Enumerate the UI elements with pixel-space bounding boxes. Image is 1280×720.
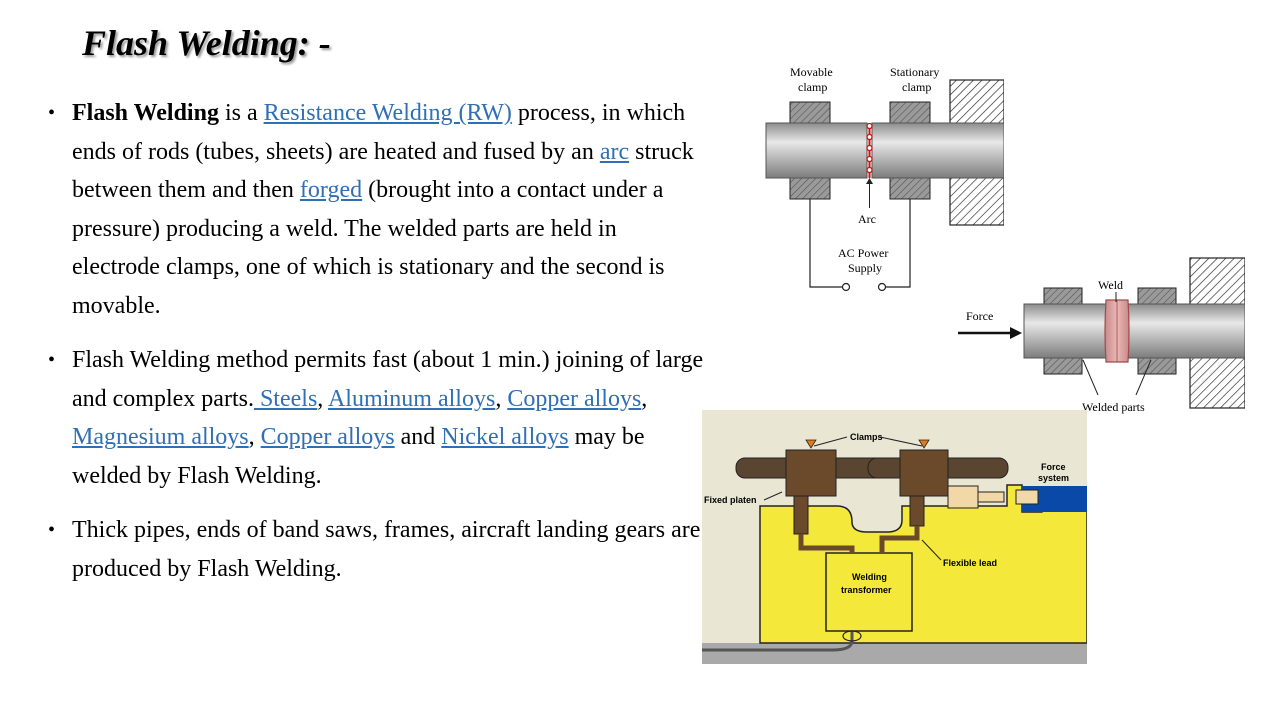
- text-fragment: ,: [641, 385, 648, 412]
- label-stationary-clamp-2: clamp: [902, 80, 931, 94]
- text-fragment: ,: [248, 424, 261, 450]
- rod-right: [871, 122, 1004, 179]
- floor: [702, 643, 1087, 664]
- wire-right: [886, 199, 911, 288]
- text-fragment: struck between them and then: [72, 138, 694, 204]
- label-flexible-lead: Flexible lead: [943, 558, 997, 568]
- text-fragment: Thick pipes, ends of band saws, frames, …: [72, 517, 701, 582]
- bullet-materials: • Flash Welding method permits fast (abou…: [48, 341, 708, 495]
- text-fragment: and: [394, 424, 442, 450]
- slide-body: • Flash Welding is a Resistance Welding (…: [48, 94, 708, 604]
- text-fragment: is a: [218, 100, 264, 126]
- joined-rod: [1023, 303, 1245, 359]
- arc-gap: [866, 122, 873, 178]
- label-movable-clamp-2: clamp: [798, 80, 827, 94]
- bullet-dot: •: [48, 349, 56, 371]
- text-fragment: process, in which ends of rods (tubes, s…: [72, 100, 686, 165]
- label-welded-parts: Welded parts: [1082, 400, 1145, 414]
- clamp-left-bottom: [1043, 357, 1083, 375]
- link-copper-alloys[interactable]: Copper alloys: [507, 385, 642, 412]
- label-transformer-2: transformer: [841, 585, 892, 595]
- label-stationary-clamp-1: Stationary: [890, 65, 939, 79]
- link-arc[interactable]: arc: [599, 138, 630, 165]
- link-steels[interactable]: Steels: [253, 385, 318, 412]
- movable-clamp-bottom: [789, 177, 831, 200]
- text-fragment: ,: [495, 385, 508, 412]
- link-copper-alloys-2[interactable]: Copper alloys: [260, 424, 395, 450]
- lead-fixed: [798, 534, 855, 553]
- label-arc: Arc: [858, 212, 876, 226]
- clamp-right-bottom: [1137, 357, 1177, 375]
- term-flash-welding: Flash Welding: [72, 100, 219, 126]
- label-force-system-2: system: [1038, 473, 1069, 483]
- link-magnesium-alloys[interactable]: Magnesium alloys: [72, 424, 249, 450]
- terminal-right: [877, 282, 887, 292]
- flexible-lead: [879, 526, 920, 553]
- label-clamps: Clamps: [850, 432, 883, 442]
- welding-transformer: [825, 552, 913, 632]
- clamp-fixed: [785, 449, 837, 497]
- rod-left: [765, 122, 868, 179]
- clamp-left-top: [1043, 287, 1083, 305]
- clamp-right-top: [1137, 287, 1177, 305]
- label-force-system-1: Force: [1041, 462, 1066, 472]
- link-nickel-alloys[interactable]: Nickel alloys: [441, 424, 569, 450]
- link-aluminum-alloys[interactable]: Aluminum alloys: [327, 385, 496, 412]
- label-ac-power-2: Supply: [848, 261, 882, 275]
- text-fragment: Flash Welding method permits fast (about…: [72, 347, 704, 412]
- text-fragment: may be welded by Flash Welding.: [72, 424, 645, 489]
- label-fixed-platen: Fixed platen: [704, 495, 757, 505]
- flash-welding-machine-diagram: Clamps Force system Fixed platen Welding…: [702, 410, 1087, 664]
- force-cylinder: [947, 485, 979, 509]
- label-force: Force: [966, 309, 993, 323]
- label-movable-clamp-1: Movable: [790, 65, 833, 79]
- slide-title: Flash Welding: -: [82, 23, 331, 63]
- bullet-dot: •: [48, 519, 56, 541]
- text-fragment: (brought into a contact under a pressure…: [72, 177, 665, 319]
- stationary-clamp-top: [889, 101, 931, 124]
- stationary-clamp-bottom: [889, 177, 931, 200]
- terminal-left: [841, 282, 851, 292]
- link-resistance-welding[interactable]: Resistance Welding (RW): [263, 100, 512, 126]
- bullet-definition: • Flash Welding is a Resistance Welding (…: [48, 94, 708, 325]
- label-ac-power-1: AC Power: [838, 246, 888, 260]
- text-fragment: ,: [317, 385, 328, 412]
- forging-stage-diagram: Weld Force Welded parts: [958, 257, 1245, 414]
- bullet-dot: •: [48, 102, 56, 124]
- label-transformer-1: Welding: [852, 572, 887, 582]
- wire-left: [809, 199, 842, 288]
- link-forged[interactable]: forged: [299, 177, 363, 203]
- movable-clamp-top: [789, 101, 831, 124]
- flash-welding-setup-diagram: Movable clamp Stationary clamp Arc AC Po…: [765, 65, 1004, 292]
- bullet-applications: • Thick pipes, ends of band saws, frames,…: [48, 511, 708, 588]
- clamp-movable: [899, 449, 949, 497]
- label-weld: Weld: [1098, 278, 1123, 292]
